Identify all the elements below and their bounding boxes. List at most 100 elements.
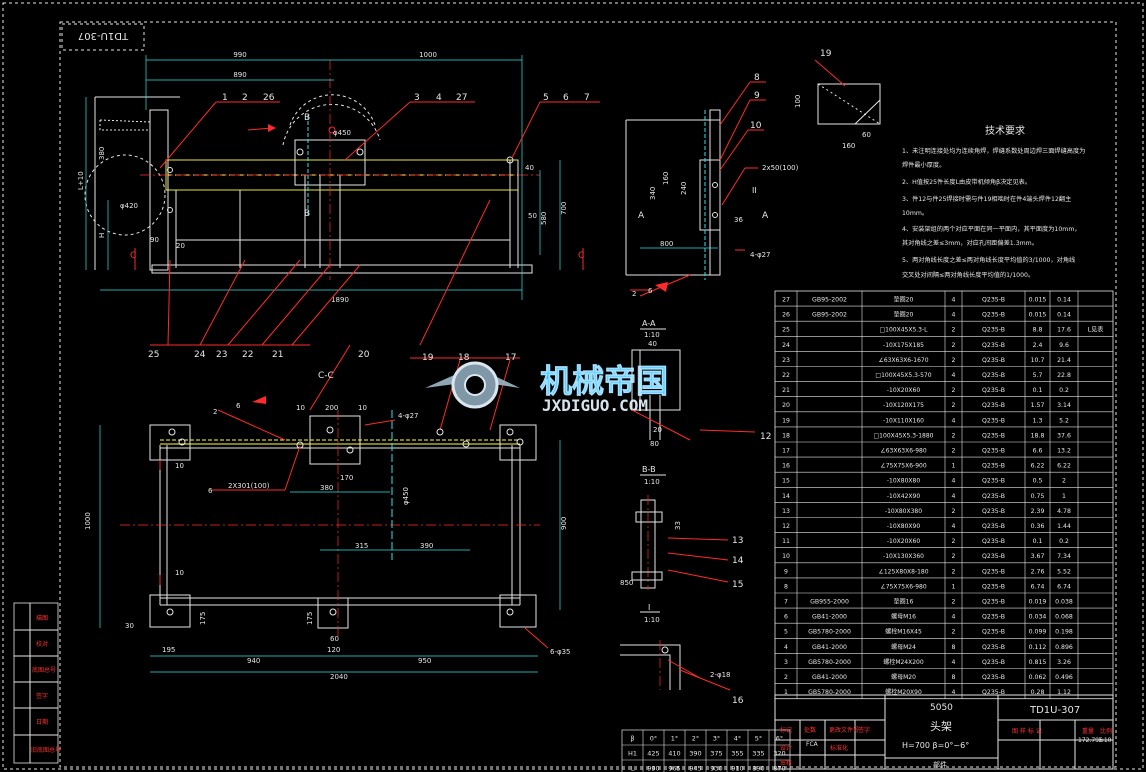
bom-cell: 9 — [784, 568, 788, 575]
bom-cell: 37.6 — [1057, 432, 1071, 439]
svg-text:13: 13 — [732, 536, 743, 546]
bom-cell: ∠125X80X8-180 — [878, 568, 928, 575]
bom-cell: 15 — [782, 478, 790, 485]
bom-cell: 13 — [782, 508, 790, 515]
bom-cell: Q235-B — [982, 659, 1005, 666]
svg-text:2、H值按25件长度L由皮带机倾角β决定见表。: 2、H值按25件长度L由皮带机倾角β决定见表。 — [902, 178, 1031, 186]
bom-cell: 垫圈20 — [894, 311, 914, 319]
svg-text:20: 20 — [653, 426, 662, 434]
bom-cell: Q235-B — [982, 312, 1005, 319]
bom-cell: 27 — [782, 297, 790, 304]
title-block: 5050 头架 H=700 β=0°~6° 部件 TD1U-307 172.79… — [774, 694, 1114, 770]
svg-text:B: B — [304, 113, 310, 123]
h-table-cell: 870 — [773, 765, 785, 772]
svg-text:焊件最小厚度。: 焊件最小厚度。 — [902, 161, 945, 169]
svg-text:5: 5 — [543, 93, 549, 103]
bom-cell: 1.44 — [1057, 523, 1071, 530]
bom-cell: 3 — [784, 659, 788, 666]
svg-text:175: 175 — [306, 612, 314, 625]
bom-cell: 1.12 — [1057, 689, 1071, 696]
bom-cell: 2 — [952, 538, 956, 545]
h-table-cell: 910 — [731, 765, 743, 772]
svg-text:6: 6 — [563, 93, 569, 103]
site-watermark-logo: 机械帝国 JXDIGUO.COM — [425, 361, 668, 415]
bom-cell: -10X175X185 — [883, 342, 924, 349]
svg-text:交叉处对间隔≤两对角线长度平均值的1/1000。: 交叉处对间隔≤两对角线长度平均值的1/1000。 — [902, 271, 1034, 279]
bom-cell: Q235-B — [982, 553, 1005, 560]
bom-cell: 22 — [782, 372, 790, 379]
bom-cell: 螺母M16 — [891, 613, 916, 621]
bom-cell: 0.815 — [1029, 659, 1047, 666]
svg-text:175: 175 — [199, 612, 207, 625]
bom-cell: Q235-B — [982, 508, 1005, 515]
h-table-cell: 965 — [668, 765, 680, 772]
svg-text:17: 17 — [505, 353, 516, 363]
bom-cell: Q235-B — [982, 417, 1005, 424]
h-table-cell: 0° — [650, 735, 657, 743]
svg-text:JXDIGUO.COM: JXDIGUO.COM — [542, 396, 648, 415]
h-table-cell: 320 — [773, 750, 785, 758]
svg-text:描图: 描图 — [36, 614, 48, 622]
svg-text:12: 12 — [760, 432, 771, 442]
bom-cell: 4 — [952, 659, 956, 666]
svg-text:380: 380 — [320, 484, 333, 492]
svg-text:850: 850 — [620, 579, 633, 587]
front-view: B B C C — [84, 60, 584, 280]
section-details: A-A 1:10 40 20 80 12 B-B 1:10 33 850 13 … — [620, 319, 771, 706]
bom-cell: 6.22 — [1057, 463, 1071, 470]
part-param: H=700 β=0°~6° — [902, 741, 969, 750]
svg-text:60: 60 — [330, 635, 339, 643]
svg-text:10: 10 — [175, 569, 184, 577]
bom-cell: 1 — [952, 583, 956, 590]
bom-cell: 1 — [952, 463, 956, 470]
svg-text:890: 890 — [233, 71, 246, 79]
bom-cell: -10X80X380 — [885, 508, 922, 515]
h-table-cell: 390 — [689, 750, 701, 758]
bom-cell: 0.36 — [1031, 523, 1045, 530]
bom-cell: 26 — [782, 312, 790, 319]
bom-cell: 2 — [952, 508, 956, 515]
bom-cell: GB5780-2000 — [808, 659, 851, 666]
bom-cell: -10X80X90 — [887, 523, 920, 530]
svg-text:18: 18 — [458, 353, 470, 363]
h-table-cell: 890 — [752, 765, 764, 772]
bom-cell: 12 — [782, 523, 790, 530]
svg-text:6: 6 — [648, 287, 653, 295]
svg-text:签字: 签字 — [858, 726, 870, 734]
svg-text:20: 20 — [176, 242, 185, 250]
bom-cell: 4 — [784, 644, 788, 651]
h-table-cell: β — [630, 735, 634, 743]
svg-text:10: 10 — [296, 404, 305, 412]
svg-text:3: 3 — [414, 93, 420, 103]
bom-cell: Q235-B — [982, 523, 1005, 530]
svg-text:315: 315 — [355, 542, 368, 550]
bom-cell: Q235-B — [982, 568, 1005, 575]
svg-text:10mm。: 10mm。 — [902, 210, 928, 217]
bom-cell: □100X45X5.3-1880 — [874, 432, 934, 439]
svg-text:30: 30 — [125, 622, 134, 630]
h-table-cell: 425 — [647, 750, 659, 758]
bom-cell: Q235-B — [982, 387, 1005, 394]
bom-cell: 2 — [784, 674, 788, 681]
bom-cell: Q235-B — [982, 372, 1005, 379]
svg-text:9: 9 — [754, 91, 760, 101]
bom-cell: 螺栓M20X90 — [885, 688, 922, 696]
h-table-cell: L — [631, 765, 635, 772]
svg-text:A-A: A-A — [642, 319, 656, 328]
bom-cell: 18.8 — [1031, 432, 1045, 439]
part-name: 头架 — [930, 720, 952, 733]
svg-text:2X301(100): 2X301(100) — [228, 482, 270, 490]
bom-cell: -10X120X175 — [883, 402, 924, 409]
svg-text:2: 2 — [213, 408, 217, 416]
svg-text:II: II — [752, 186, 757, 195]
model-number: 5050 — [930, 703, 953, 713]
bom-cell: 7.34 — [1057, 553, 1071, 560]
svg-text:19: 19 — [820, 49, 832, 59]
svg-text:900: 900 — [560, 517, 568, 530]
svg-text:3、件12与件25焊接时需与件19相啮时在件4端头焊件12翻: 3、件12与件25焊接时需与件19相啮时在件4端头焊件12翻主 — [902, 195, 1071, 203]
svg-text:80: 80 — [650, 440, 659, 448]
svg-text:380: 380 — [98, 147, 106, 160]
h-table-cell: 1° — [671, 735, 678, 743]
svg-text:33: 33 — [674, 521, 682, 530]
